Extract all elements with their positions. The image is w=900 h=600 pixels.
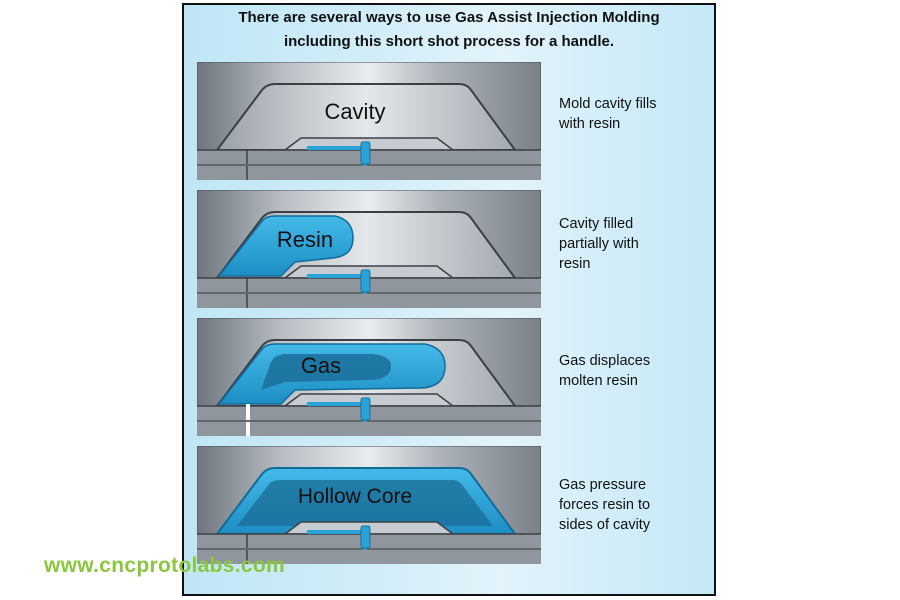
caption-line: molten resin xyxy=(559,373,638,389)
caption-line: with resin xyxy=(559,116,621,132)
caption-line: Gas pressure xyxy=(559,477,647,493)
step-1-label: Cavity xyxy=(324,99,385,124)
step-2-caption: Cavity filled partially with resin xyxy=(559,214,709,274)
caption-line: Mold cavity fills xyxy=(559,96,657,112)
step-gas-panel: Gas xyxy=(197,318,541,436)
caption-line: Gas displaces xyxy=(559,353,651,369)
title-line-2: including this short shot process for a … xyxy=(283,33,615,50)
caption-line: forces resin to xyxy=(559,497,651,513)
step-1-caption: Mold cavity fills with resin xyxy=(559,94,709,134)
title-line-1: There are several ways to use Gas Assist… xyxy=(238,9,660,26)
caption-line: partially with xyxy=(559,236,639,252)
caption-line: sides of cavity xyxy=(559,517,651,533)
step-4-caption: Gas pressure forces resin to sides of ca… xyxy=(559,475,709,535)
step-resin-panel: Resin xyxy=(197,190,541,308)
caption-line: resin xyxy=(559,256,591,272)
watermark-url: www.cncprotolabs.com xyxy=(44,554,285,577)
step-2-label: Resin xyxy=(277,227,333,252)
caption-line: Cavity filled xyxy=(559,216,634,232)
diagram-title: There are several ways to use Gas Assist… xyxy=(182,6,716,54)
step-3-label: Gas xyxy=(301,353,341,378)
step-3-caption: Gas displaces molten resin xyxy=(559,351,709,391)
step-cavity-panel: Cavity xyxy=(197,62,541,180)
step-hollow-core-panel: Hollow Core xyxy=(197,446,541,564)
step-4-label: Hollow Core xyxy=(298,485,412,508)
